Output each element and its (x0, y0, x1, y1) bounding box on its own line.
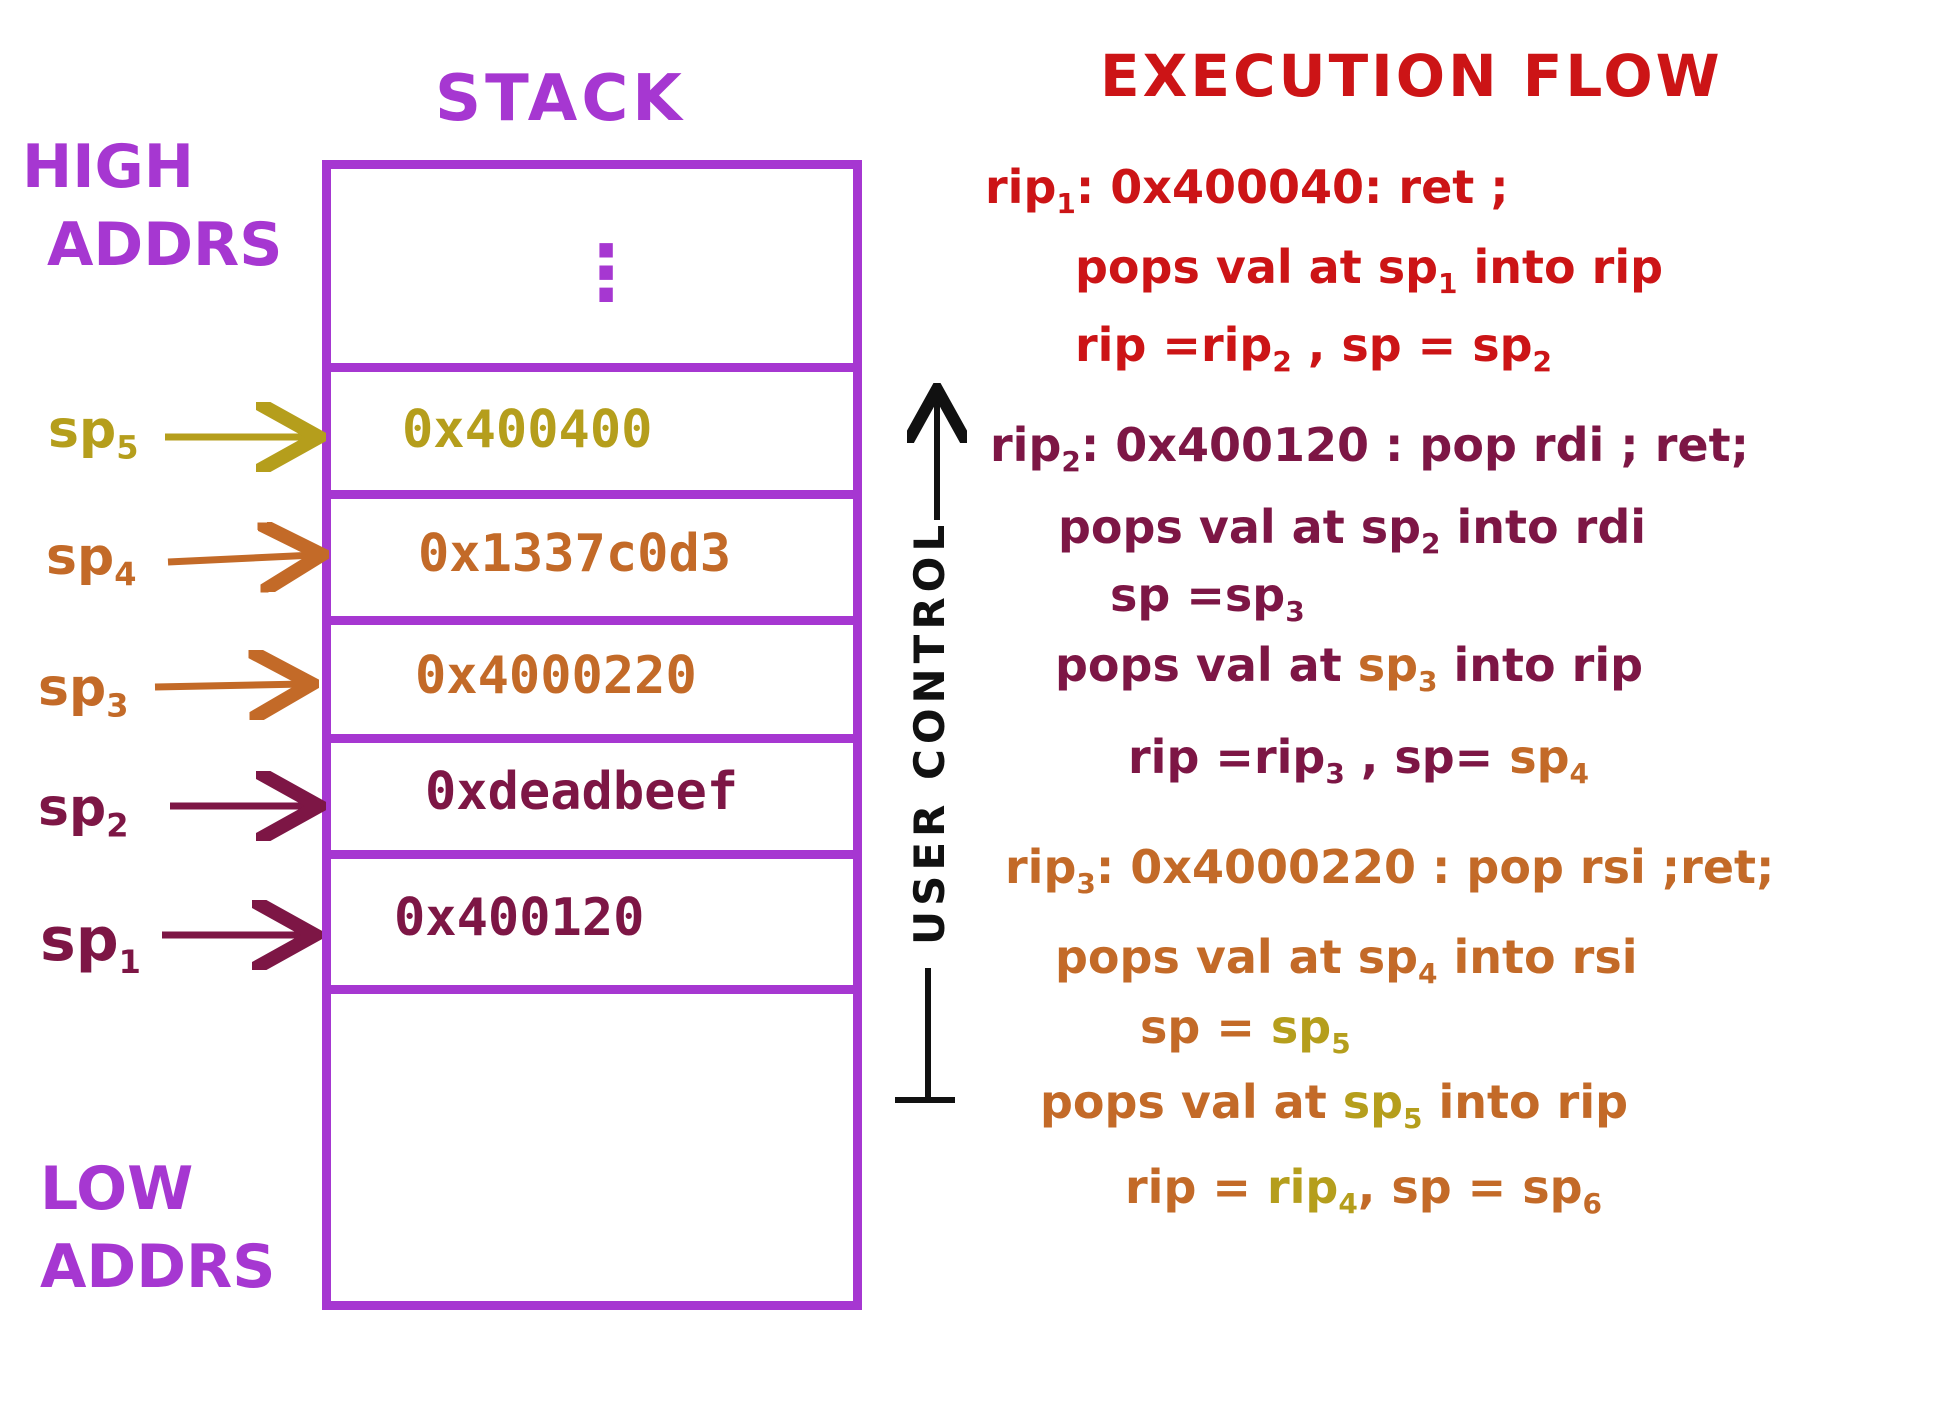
flow-b3-head: rip3: 0x4000220 : pop rsi ;ret; (1005, 840, 1775, 901)
stack-divider-5 (322, 850, 862, 859)
flow-b2-line2: sp =sp3 (1110, 568, 1305, 629)
flow-b3-line1: pops val at sp4 into rsi (1055, 930, 1638, 991)
low-label-line1: LOW (40, 1154, 194, 1224)
flow-b3-line2: sp = sp5 (1140, 1000, 1351, 1061)
sp2-label: sp2 (38, 778, 129, 845)
execution-flow-title: EXECUTION FLOW (1100, 42, 1723, 110)
stack-divider-3 (322, 616, 862, 625)
stack-cell-4: 0x400120 (394, 888, 645, 948)
flow-b2-line1: pops val at sp2 into rdi (1058, 500, 1647, 561)
flow-b3-line3: pops val at sp5 into rip (1040, 1075, 1629, 1136)
sp3-label: sp3 (38, 658, 129, 725)
sp1-label: sp1 (40, 905, 141, 981)
user-control-label: USER CONTROL (905, 519, 954, 945)
flow-b1-head: rip1: 0x400040: ret ; (985, 160, 1509, 221)
sp5-label: sp5 (48, 400, 139, 467)
stack-ellipsis: ⋮ (568, 228, 644, 317)
low-addrs-label: LOW ADDRS (40, 1150, 275, 1306)
sp4-label: sp4 (46, 527, 137, 594)
high-label-line2: ADDRS (47, 210, 283, 280)
stack-divider-4 (322, 734, 862, 743)
sp3-arrow (154, 684, 305, 687)
flow-b2-line4: rip =rip3 , sp= sp4 (1128, 730, 1589, 791)
stack-cell-3: 0xdeadbeef (425, 762, 739, 822)
sp4-arrow (167, 555, 315, 562)
flow-b1-line1: pops val at sp1 into rip (1075, 240, 1664, 301)
stack-divider-1 (322, 363, 862, 372)
stack-divider-2 (322, 490, 862, 499)
stack-cell-1: 0x1337c0d3 (418, 524, 732, 584)
flow-b3-line4: rip = rip4, sp = sp6 (1125, 1160, 1602, 1221)
flow-b1-line2: rip =rip2 , sp = sp2 (1075, 318, 1552, 379)
stack-divider-6 (322, 985, 862, 994)
high-label-line1: HIGH (22, 132, 195, 202)
stack-cell-0: 0x400400 (402, 400, 653, 460)
flow-b2-line3: pops val at sp3 into rip (1055, 638, 1644, 699)
stack-cell-2: 0x4000220 (415, 646, 697, 706)
stack-title: STACK (435, 62, 686, 136)
low-label-line2: ADDRS (40, 1232, 276, 1302)
high-addrs-label: HIGH ADDRS (22, 128, 282, 284)
flow-b2-head: rip2: 0x400120 : pop rdi ; ret; (990, 418, 1749, 479)
